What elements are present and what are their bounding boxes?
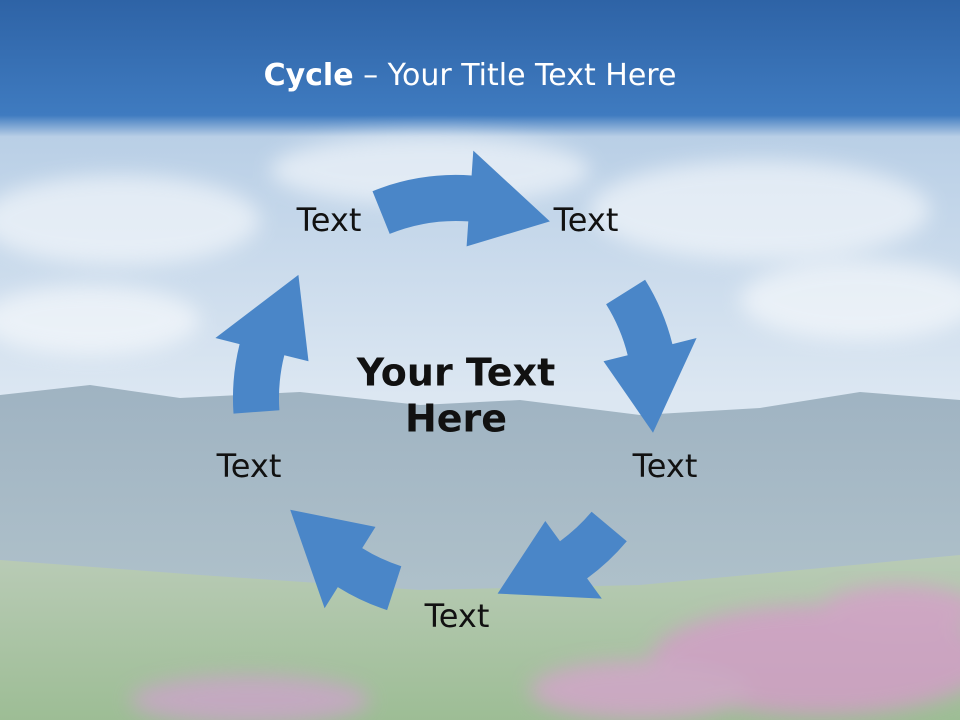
- title-bold: Cycle: [263, 58, 354, 93]
- title-rest: – Your Title Text Here: [353, 58, 677, 93]
- cycle-arrow-4: [290, 509, 402, 611]
- cycle-arrow-3: [497, 511, 627, 599]
- node-label-1: Text: [296, 201, 362, 239]
- cycle-arrow-2: [603, 279, 697, 433]
- slide-title: Cycle – Your Title Text Here: [0, 58, 940, 93]
- center-text: Your Text Here: [357, 350, 555, 441]
- node-label-3: Text: [632, 447, 698, 485]
- node-label-5: Text: [216, 447, 282, 485]
- cycle-arrow-1: [372, 150, 550, 247]
- node-label-2: Text: [553, 201, 619, 239]
- cycle-arrows: [215, 150, 697, 611]
- center-text-line-1: Your Text: [356, 350, 556, 395]
- cycle-arrow-5: [215, 274, 309, 414]
- center-text-line-2: Here: [404, 396, 508, 440]
- flower-field: [130, 585, 960, 720]
- node-label-4: Text: [424, 597, 490, 635]
